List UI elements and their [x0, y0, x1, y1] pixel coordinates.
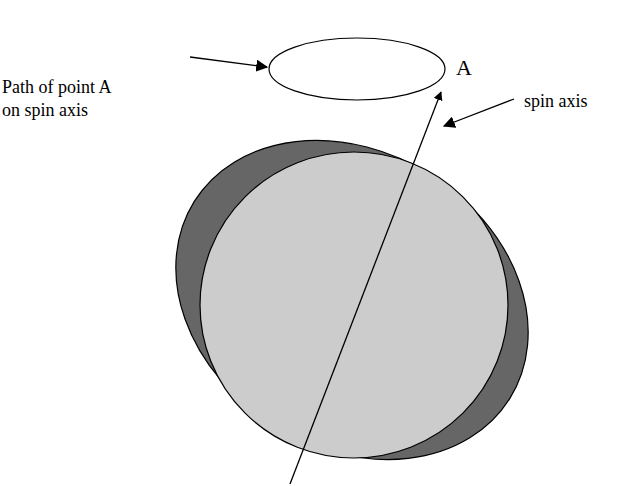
axis-label: spin axis — [524, 90, 588, 113]
body-outline — [116, 76, 588, 486]
leader-arrow — [444, 99, 514, 126]
body-face — [200, 152, 508, 458]
spin-axis-line — [290, 92, 441, 484]
path-label: Path of point A on spin axis — [2, 76, 124, 121]
precession-path — [269, 38, 445, 100]
point-label: A — [456, 54, 472, 82]
leader-arrow — [190, 57, 267, 67]
